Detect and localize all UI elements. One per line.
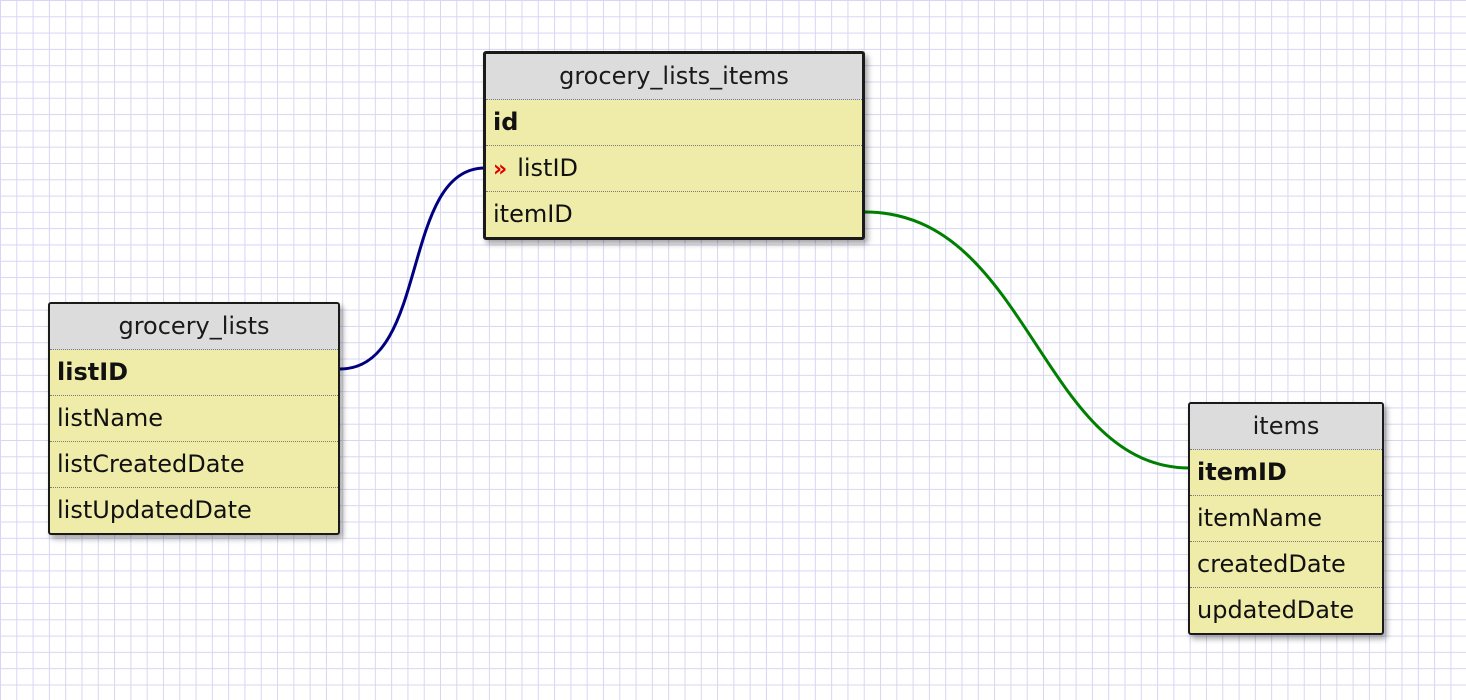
field-row-listid[interactable]: listID (50, 350, 338, 396)
field-name: updatedDate (1197, 596, 1355, 624)
relation-listid-connector[interactable] (339, 166, 486, 371)
field-row-itemid[interactable]: itemID (486, 192, 862, 237)
table-title[interactable]: items (1190, 404, 1382, 450)
field-name: listCreatedDate (57, 450, 245, 478)
field-name: listID (517, 154, 579, 182)
field-row-updateddate[interactable]: updatedDate (1190, 588, 1382, 633)
field-row-listname[interactable]: listName (50, 396, 338, 442)
table-title[interactable]: grocery_lists (50, 304, 338, 350)
field-row-itemid[interactable]: itemID (1190, 450, 1382, 496)
field-name: createdDate (1197, 550, 1346, 578)
field-row-listid[interactable]: » listID (486, 146, 862, 192)
field-name: listName (57, 404, 164, 432)
field-row-createddate[interactable]: createdDate (1190, 542, 1382, 588)
field-name: itemID (493, 200, 573, 228)
field-name: itemID (1197, 458, 1287, 486)
table-grocery-lists[interactable]: grocery_lists listID listName listCreate… (48, 302, 340, 535)
field-row-listupdateddate[interactable]: listUpdatedDate (50, 488, 338, 533)
field-row-id[interactable]: id (486, 100, 862, 146)
table-title[interactable]: grocery_lists_items (486, 54, 862, 100)
foreign-key-icon: » (493, 157, 508, 182)
field-name: listID (57, 358, 129, 386)
table-grocery-lists-items[interactable]: grocery_lists_items id » listID itemID (483, 51, 865, 240)
field-row-listcreateddate[interactable]: listCreatedDate (50, 442, 338, 488)
table-items[interactable]: items itemID itemName createdDate update… (1188, 402, 1384, 635)
field-name: id (493, 108, 519, 136)
field-name: itemName (1197, 504, 1323, 532)
relation-itemid-connector[interactable] (864, 210, 1191, 470)
field-row-itemname[interactable]: itemName (1190, 496, 1382, 542)
field-name: listUpdatedDate (57, 496, 252, 524)
